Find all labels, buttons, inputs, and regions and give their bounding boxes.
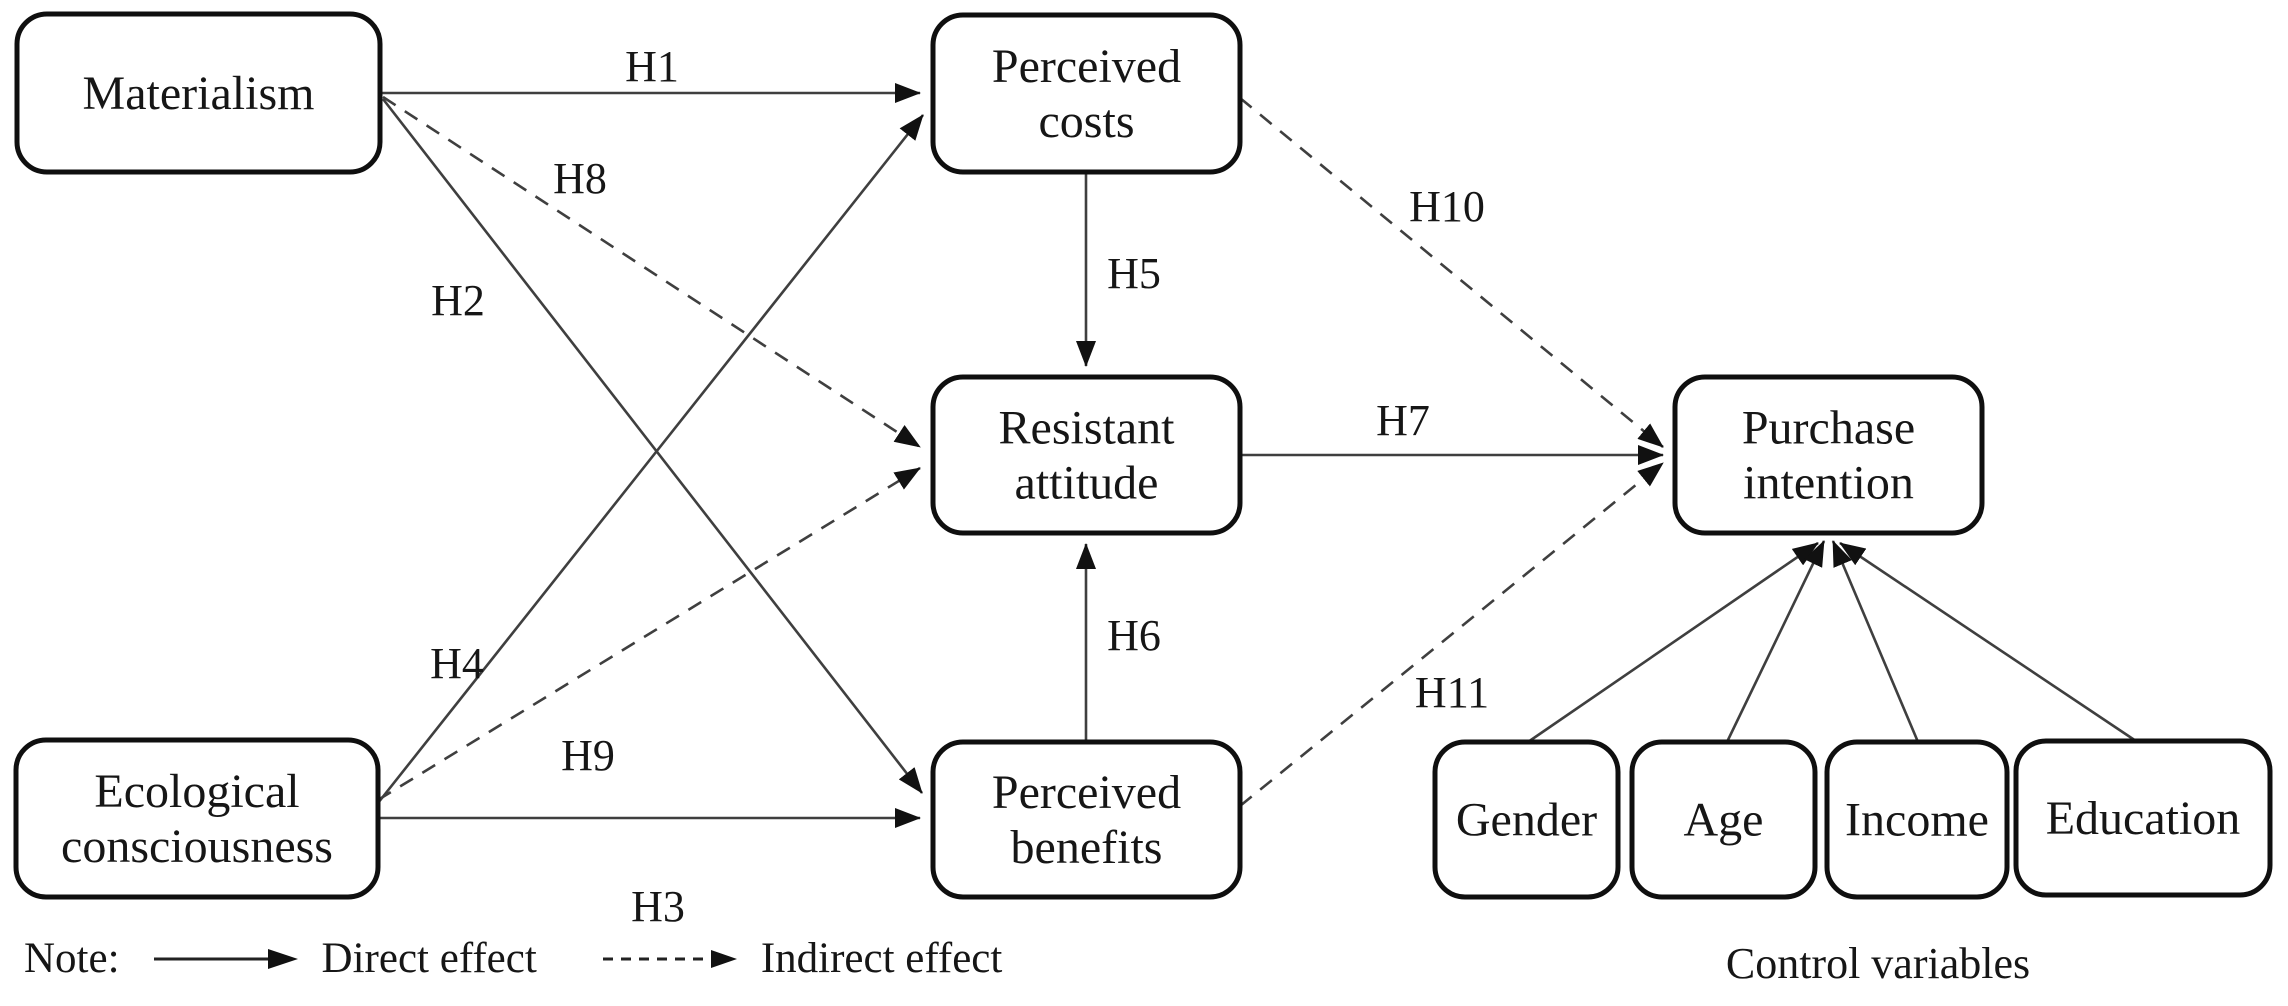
edge-label-h10: H10 — [1409, 182, 1485, 231]
edge-label-h2: H2 — [431, 276, 485, 325]
node-box-perceived-benefits — [930, 739, 1243, 900]
node-label-ecological-consciousness-line1: Ecological — [94, 765, 299, 818]
edge-label-h8: H8 — [553, 154, 607, 203]
edge-ctrl-education — [1839, 541, 2137, 743]
node-label-perceived-benefits-line2: benefits — [1011, 821, 1163, 874]
node-label-materialism: Materialism — [83, 67, 315, 120]
node-gender: Gender — [1432, 739, 1621, 900]
direct-effect-arrow-icon — [153, 948, 298, 969]
edge-h4 — [376, 114, 925, 804]
node-age: Age — [1629, 739, 1818, 900]
edge-label-h5: H5 — [1107, 249, 1161, 298]
node-label-gender: Gender — [1456, 794, 1597, 847]
node-education: Education — [2013, 738, 2273, 898]
node-box-education — [2013, 738, 2273, 898]
node-box-income — [1824, 739, 2010, 900]
note-label: Note: — [24, 935, 120, 982]
edge-ctrl-income — [1831, 540, 1920, 743]
edge-h8 — [382, 95, 921, 449]
indirect-effect-label: Indirect effect — [760, 935, 1003, 982]
nodes-layer: MaterialismPerceivedcostsResistantattitu… — [13, 11, 2273, 900]
node-materialism: Materialism — [14, 11, 383, 175]
edge-h2 — [381, 98, 924, 794]
node-label-ecological-consciousness-line2: consciousness — [61, 820, 333, 873]
node-box-gender — [1432, 739, 1621, 900]
edge-h10 — [1239, 96, 1664, 449]
node-box-age — [1629, 739, 1818, 900]
control-variables-caption: Control variables — [1726, 939, 2030, 988]
node-box-materialism — [14, 11, 383, 175]
node-label-resistant-attitude-line2: attitude — [1015, 457, 1159, 510]
edge-h9 — [377, 466, 921, 802]
node-label-perceived-costs-line1: Perceived — [992, 40, 1181, 93]
node-label-education: Education — [2046, 792, 2241, 845]
edge-label-h3: H3 — [631, 882, 685, 931]
node-box-resistant-attitude — [930, 374, 1243, 536]
node-label-age: Age — [1684, 794, 1764, 847]
legend-note: Note: Direct effect Indirect effect — [24, 934, 1002, 983]
edge-label-h11: H11 — [1415, 668, 1489, 717]
node-income: Income — [1824, 739, 2010, 900]
node-label-perceived-benefits-line1: Perceived — [992, 766, 1181, 819]
node-box-purchase-intention — [1672, 374, 1985, 536]
edge-h11 — [1239, 461, 1664, 808]
node-label-resistant-attitude-line1: Resistant — [999, 402, 1176, 455]
edge-ctrl-gender — [1527, 541, 1819, 744]
node-label-perceived-costs-line2: costs — [1039, 95, 1135, 148]
edge-label-h7: H7 — [1376, 396, 1430, 445]
node-box-perceived-costs — [930, 12, 1243, 175]
edge-label-h4: H4 — [430, 639, 484, 688]
edge-label-h6: H6 — [1107, 611, 1161, 660]
direct-effect-label: Direct effect — [321, 935, 537, 982]
node-box-ecological-consciousness — [13, 737, 381, 900]
edge-label-h9: H9 — [561, 731, 615, 780]
edges-layer — [376, 83, 2137, 828]
node-label-purchase-intention-line2: intention — [1743, 457, 1914, 510]
node-label-purchase-intention-line1: Purchase — [1742, 402, 1915, 455]
node-label-income: Income — [1845, 794, 1989, 847]
edge-label-h1: H1 — [625, 42, 679, 91]
indirect-effect-arrow-icon — [602, 949, 737, 968]
edge-ctrl-age — [1725, 540, 1826, 743]
